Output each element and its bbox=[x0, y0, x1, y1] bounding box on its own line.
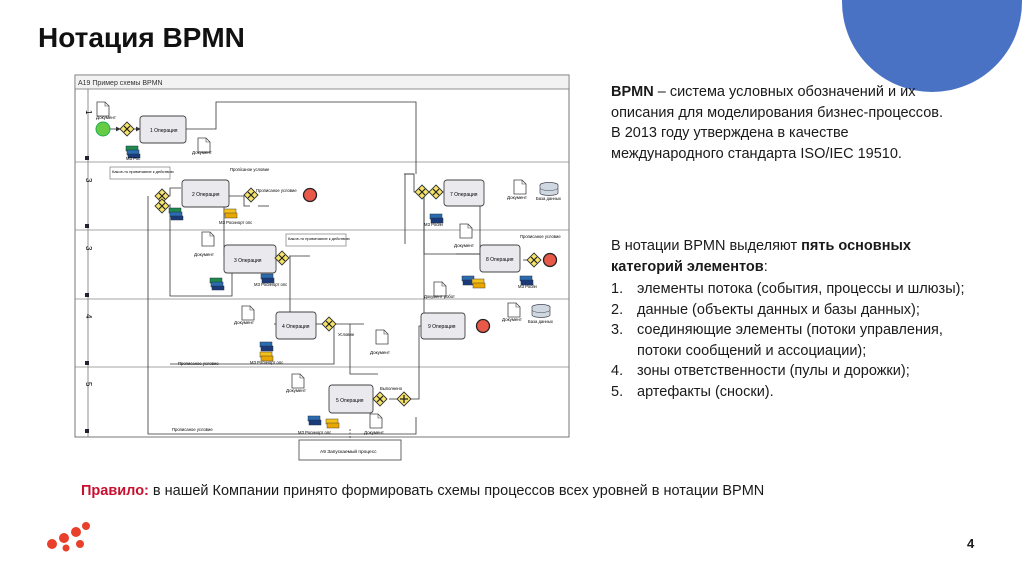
pool-header bbox=[74, 74, 570, 90]
system-label: МЗ Рос bbox=[126, 156, 140, 161]
system-label: МЗ Росйн bbox=[424, 222, 444, 227]
system-icon bbox=[259, 341, 274, 352]
task-label: 8 Операция bbox=[486, 257, 514, 263]
description-term: BPMN bbox=[611, 84, 654, 100]
system-icon bbox=[307, 415, 322, 426]
database-icon bbox=[539, 182, 559, 196]
task-label: 4 Операция bbox=[282, 324, 310, 330]
bpmn-diagram: А19 Пример схемы BPMN 1 3 3 4 5 bbox=[74, 74, 570, 462]
system-icon bbox=[209, 277, 225, 291]
done-label: Выполнено bbox=[380, 386, 403, 391]
lane-label: 5 bbox=[84, 382, 93, 387]
condition-label: Прописаное условие bbox=[172, 427, 213, 432]
document-label: Документ bbox=[507, 195, 527, 200]
system-icon bbox=[325, 418, 340, 429]
categories-intro: В нотации BPMN выделяют пять основных ка… bbox=[611, 238, 911, 275]
element-categories: В нотации BPMN выделяют пять основных ка… bbox=[611, 236, 966, 402]
task bbox=[139, 115, 187, 144]
document-label: Документ bbox=[192, 150, 212, 155]
document-icon bbox=[507, 302, 521, 318]
document-icon bbox=[201, 231, 215, 247]
system-label: МЗ Росинорт опс bbox=[250, 360, 283, 365]
task-label: 5 Операция bbox=[336, 398, 364, 404]
rule-text: в нашей Компании принято формировать схе… bbox=[148, 483, 765, 499]
document-icon bbox=[291, 373, 305, 389]
start-event bbox=[95, 121, 111, 137]
end-event bbox=[542, 252, 558, 268]
categories-list: 1.элементы потока (события, процессы и ш… bbox=[611, 279, 966, 402]
system-label: МЗ Росинорт опс bbox=[254, 282, 287, 287]
lane-label: 3 bbox=[84, 246, 93, 251]
list-item: 3.соединяющие элементы (потоки управлени… bbox=[611, 322, 943, 359]
system-label: МЗ Росйн bbox=[518, 284, 538, 289]
condition-label: Прописаное условие bbox=[520, 234, 561, 239]
task-label: 1 Операция bbox=[150, 128, 178, 134]
annotation-text: Какое-то примечание к действию bbox=[288, 236, 350, 241]
system-label: МЗ Росинорт опс bbox=[219, 220, 252, 225]
database-icon bbox=[531, 304, 551, 318]
system-icon bbox=[471, 278, 486, 289]
document-icon bbox=[369, 413, 383, 429]
document-icon bbox=[459, 223, 473, 239]
document-label: Документ bbox=[96, 115, 116, 120]
system-icon bbox=[168, 207, 184, 221]
condition-label: Прописаное условие bbox=[256, 188, 297, 193]
task bbox=[275, 311, 317, 340]
document-label: Документ bbox=[364, 430, 384, 435]
system-icon bbox=[223, 208, 238, 219]
task-label: 2 Операция bbox=[192, 192, 220, 198]
pool-title: А19 Пример схемы BPMN bbox=[78, 80, 163, 87]
task-label: 3 Операция bbox=[234, 258, 262, 264]
task bbox=[181, 179, 230, 208]
system-label: МЗ Росинорт опс bbox=[298, 430, 331, 435]
lane-label: 3 bbox=[84, 178, 93, 183]
end-event bbox=[302, 187, 318, 203]
document-label: Документ bbox=[286, 388, 306, 393]
task-label: 9 Операция bbox=[428, 324, 456, 330]
list-item: 1.элементы потока (события, процессы и ш… bbox=[611, 281, 965, 297]
document-icon bbox=[513, 179, 527, 195]
lane-label: 4 bbox=[84, 314, 93, 319]
description-text: – система условных обозначений и их опис… bbox=[611, 84, 944, 162]
annotation-text: Какое-то примечание к действию bbox=[112, 169, 174, 174]
list-item: 4.зоны ответственности (пулы и дорожки); bbox=[611, 363, 910, 379]
corner-decor-circle bbox=[842, 0, 1022, 92]
document-icon bbox=[241, 305, 255, 321]
page-number: 4 bbox=[967, 536, 975, 551]
company-logo bbox=[47, 522, 90, 552]
document-label: Документ bbox=[194, 252, 214, 257]
end-event bbox=[475, 318, 491, 334]
task bbox=[420, 312, 466, 340]
document-icon bbox=[96, 101, 110, 117]
task bbox=[479, 244, 521, 273]
bpmn-description: BPMN – система условных обозначений и их… bbox=[611, 82, 951, 164]
condition-label: Прописаное условие bbox=[178, 361, 219, 366]
list-item: 5.артефакты (сноски). bbox=[611, 383, 774, 400]
annotation-note bbox=[285, 233, 347, 247]
task-label: 7 Операция bbox=[450, 192, 478, 198]
subprocess-label: А9 Запускаемый процесс bbox=[320, 448, 377, 455]
condition-label: Условие bbox=[338, 332, 355, 337]
company-rule: Правило: в нашей Компании принято формир… bbox=[81, 483, 764, 499]
condition-label: Пропісаное условие bbox=[230, 167, 270, 172]
annotation-note bbox=[109, 166, 171, 180]
database-label: База данных bbox=[536, 196, 562, 201]
rule-label: Правило: bbox=[81, 483, 149, 499]
lane-label: 1 bbox=[84, 110, 93, 115]
database-label: База данных bbox=[528, 319, 554, 324]
list-item: 2.данные (объекты данных и базы данных); bbox=[611, 301, 920, 318]
document-label: Документ bbox=[502, 317, 522, 322]
document-icon bbox=[375, 329, 389, 345]
document-label: Документ робот bbox=[424, 294, 455, 299]
document-label: Документ bbox=[454, 243, 474, 248]
task bbox=[443, 179, 485, 207]
document-label: Документ bbox=[234, 320, 254, 325]
bpmn-diagram-svg: А19 Пример схемы BPMN 1 3 3 4 5 bbox=[74, 74, 570, 461]
slide-title: Нотация BPMN bbox=[38, 22, 245, 53]
document-label: Документ bbox=[370, 350, 390, 355]
